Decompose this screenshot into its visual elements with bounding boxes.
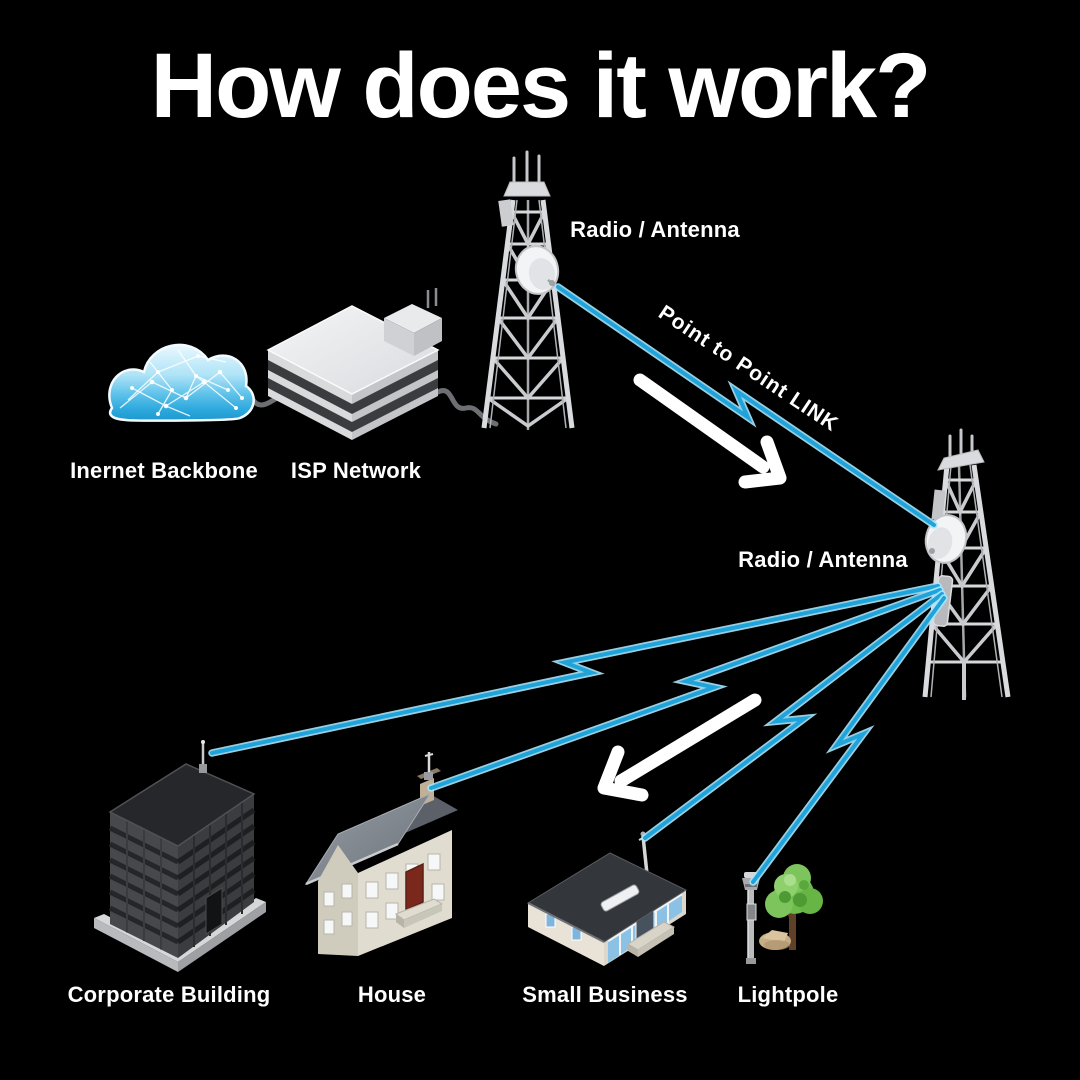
tree-icon xyxy=(765,864,823,950)
radio-tower-2-icon xyxy=(922,428,1011,700)
internet-backbone-label: Inernet Backbone xyxy=(70,458,258,483)
house-label: House xyxy=(357,982,427,1007)
arrow-down-right-icon xyxy=(633,373,787,489)
beam-point-to-point xyxy=(554,283,938,529)
beam-to-lightpole xyxy=(749,594,948,886)
page-title: How does it work? xyxy=(150,35,932,137)
radio-antenna-2-label: Radio / Antenna xyxy=(738,547,908,572)
small-business-icon xyxy=(526,831,688,966)
corporate-building-icon xyxy=(94,740,266,972)
isp-network-label: ISP Network xyxy=(290,458,422,483)
dish-antenna-1-icon xyxy=(514,245,560,295)
radio-tower-1-icon xyxy=(481,150,575,430)
internet-cloud-icon xyxy=(108,343,255,422)
beam-to-house xyxy=(427,586,944,792)
radio-antenna-1-label: Radio / Antenna xyxy=(570,217,740,242)
beam-to-small-business xyxy=(641,590,946,842)
lightpole-label: Lightpole xyxy=(737,982,839,1007)
small-business-label: Small Business xyxy=(522,982,688,1007)
house-icon xyxy=(304,752,458,956)
corporate-building-label: Corporate Building xyxy=(67,982,271,1007)
corporate-antenna-icon xyxy=(199,740,207,773)
beam-to-corporate xyxy=(208,582,942,757)
rock-icon xyxy=(759,930,791,950)
lightpole-icon xyxy=(742,872,760,964)
arrow-down-left-icon xyxy=(597,693,762,802)
isp-server-icon xyxy=(266,288,442,440)
